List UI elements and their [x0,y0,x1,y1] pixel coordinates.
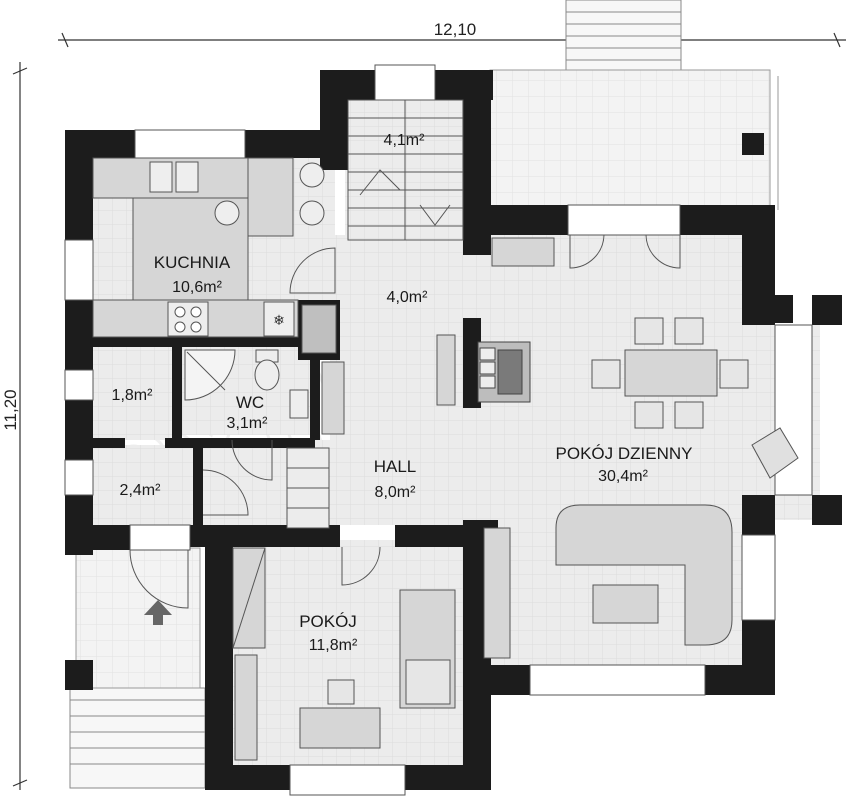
room-name: POKÓJ [299,612,357,631]
room-furniture [232,547,456,761]
wc-area: 3,1m² [227,415,269,432]
hall-area: 8,0m² [375,484,417,501]
porch [75,547,201,689]
dimension-width-label: 12,10 [434,20,477,39]
stairs-area: 4,1m² [384,132,426,149]
hall-name: HALL [374,457,417,476]
living-area: 30,4m² [598,468,648,485]
entry-steps [69,687,206,789]
room-area: 11,8m² [309,637,358,654]
entrance-arrow-icon [144,600,172,625]
dimension-height [12,62,28,790]
fridge-icon: ❄ [273,313,285,329]
kitchen-door-swing [289,247,336,294]
dimension-height-label: 11,20 [1,389,20,430]
kitchen-area: 10,6m² [172,279,222,296]
terrace-door-swing [569,234,681,269]
kitchen-furniture [92,157,337,354]
terrace [489,69,771,211]
fireplace [477,341,531,403]
vestibule-area: 4,0m² [387,289,429,306]
front-door-swing [129,549,189,609]
living-name: POKÓJ DZIENNY [556,444,693,463]
staircase [347,99,464,241]
windows [64,64,813,796]
top-steps [565,0,682,71]
dimension-width [58,32,846,48]
storage-area: 1,8m² [112,387,154,404]
room-door-swing [341,546,381,586]
entry-area: 2,4m² [120,482,162,499]
kitchen-name: KUCHNIA [154,253,231,272]
hall-furniture [286,334,456,529]
wc-door-swing [231,439,273,481]
wc-name: WC [236,393,264,412]
wc-fixtures [184,349,309,419]
entry-door-swing [202,469,249,516]
living-furniture [483,237,799,659]
